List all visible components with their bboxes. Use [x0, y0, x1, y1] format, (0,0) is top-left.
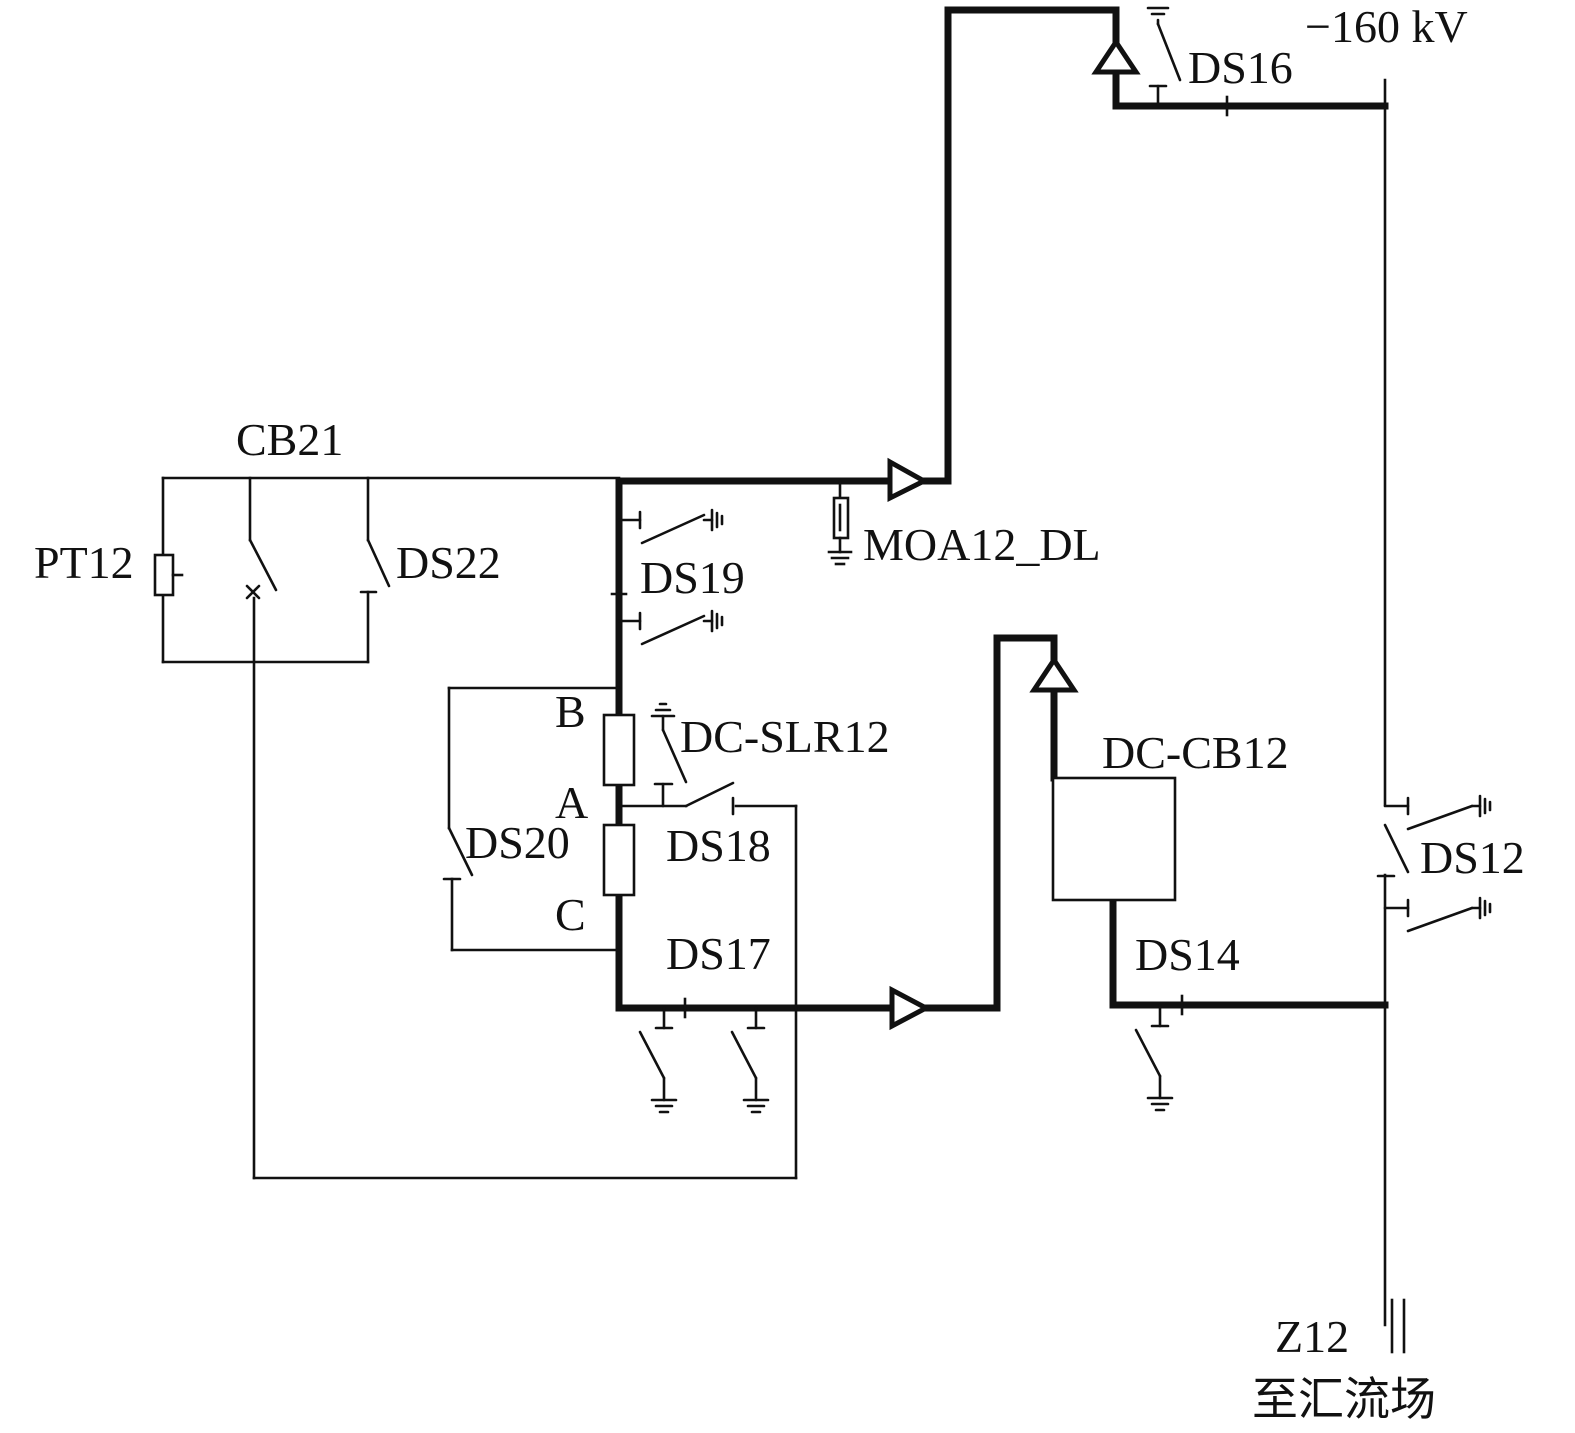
ds16-label: DS16 — [1188, 42, 1293, 93]
moa12-arrester — [827, 479, 853, 566]
node-b-label: B — [555, 686, 586, 737]
dc-slr12-label: DC-SLR12 — [680, 711, 890, 762]
ds18-switch — [653, 781, 735, 816]
ds19-label: DS19 — [640, 552, 745, 603]
arrow-right-bottom — [889, 985, 932, 1031]
switches — [245, 6, 1492, 1114]
node-c-label: C — [555, 889, 586, 940]
ds20-switch — [442, 826, 474, 881]
ds16-switch — [1146, 6, 1182, 108]
dc-slr12-upper-reactor — [602, 713, 636, 787]
ds12-upper-earth — [1383, 794, 1492, 831]
pt12-label: PT12 — [34, 537, 134, 588]
ds17-earth-2 — [730, 1006, 770, 1114]
ds12-lower-earth — [1383, 896, 1492, 933]
ds12-switch — [1376, 823, 1410, 878]
dc-cb12-box — [1051, 776, 1177, 902]
ds14-earth — [1134, 1003, 1174, 1112]
moa12-dl-label: MOA12_DL — [863, 519, 1101, 570]
ds12-label: DS12 — [1420, 832, 1525, 883]
arrow-up-ds16 — [1091, 37, 1141, 75]
arrow-up-dccb — [1029, 655, 1079, 693]
pt12-element — [153, 553, 175, 597]
ds19-upper-earth — [617, 508, 724, 545]
ds17-label: DS17 — [666, 928, 771, 979]
dc-slr12-earth-switch — [650, 702, 688, 784]
ds22-label: DS22 — [396, 537, 501, 588]
cb21-breaker — [245, 538, 278, 600]
ds19-lower-earth — [617, 609, 724, 646]
components — [153, 479, 1177, 902]
to-station-label: 至汇流场 — [1252, 1374, 1436, 1425]
node-a-label: A — [555, 777, 588, 828]
labels: −160 kV DS16 CB21 PT12 DS22 MOA12_DL DS1… — [34, 1, 1525, 1425]
dc-cb12-label: DC-CB12 — [1102, 727, 1289, 778]
ds22-switch — [359, 538, 391, 594]
voltage-label: −160 kV — [1305, 1, 1468, 52]
ds18-label: DS18 — [666, 820, 771, 871]
dc-slr12-lower-reactor — [602, 823, 636, 897]
ds14-label: DS14 — [1135, 929, 1240, 980]
ds17-earth-1 — [638, 1006, 678, 1114]
z12-label: Z12 — [1275, 1311, 1349, 1362]
cb21-label: CB21 — [236, 414, 343, 465]
arrow-right-top — [887, 457, 930, 503]
flow-arrows — [887, 37, 1141, 1031]
ds20-label: DS20 — [465, 817, 570, 868]
tick-marks — [610, 95, 1229, 1019]
